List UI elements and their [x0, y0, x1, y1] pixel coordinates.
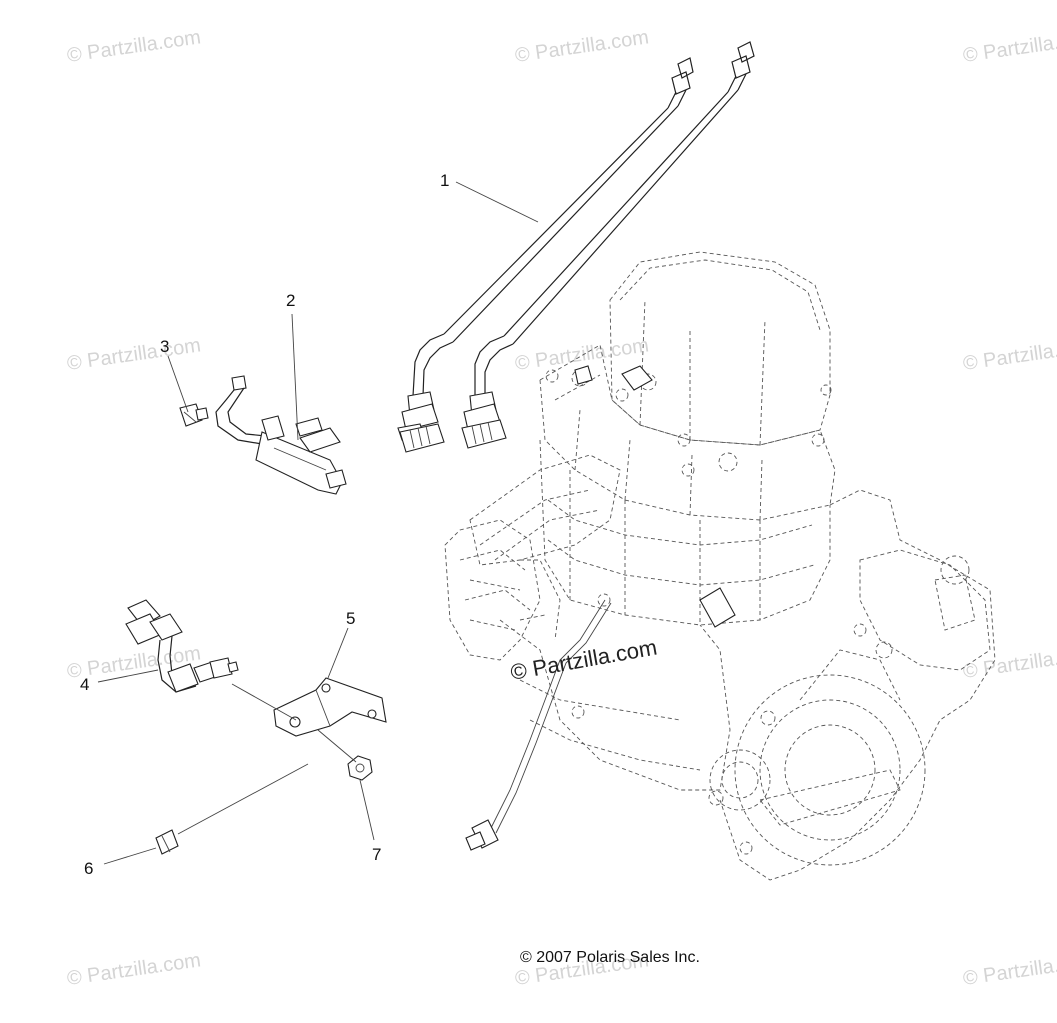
callouts: 1 2 3 4 5 6 7: [80, 171, 449, 878]
callout-7: 7: [372, 845, 381, 864]
watermark: © Partzilla.com: [962, 26, 1057, 67]
callout-2: 2: [286, 291, 295, 310]
callout-5: 5: [346, 609, 355, 628]
watermark: © Partzilla.com: [66, 334, 203, 375]
part-1-wires: [397, 41, 755, 453]
center-watermark-text: © Partzilla.com: [509, 635, 659, 685]
callout-4: 4: [80, 675, 89, 694]
watermark: © Partzilla.com: [66, 949, 203, 990]
part-3-bolt: [179, 403, 209, 427]
part-5-bracket: [273, 677, 387, 737]
watermark: © Partzilla.com: [514, 26, 651, 67]
part-7-nut: [347, 755, 373, 781]
leader-lines: [97, 181, 539, 865]
watermark: © Partzilla.com: [962, 642, 1057, 683]
center-watermark: © Partzilla.com: [509, 635, 659, 685]
engine-outline: [444, 251, 996, 881]
watermark: © Partzilla.com: [962, 334, 1057, 375]
part-2-fuel-rail: [215, 375, 347, 495]
watermark: © Partzilla.com: [962, 949, 1057, 990]
watermark: © Partzilla.com: [66, 26, 203, 67]
copyright-text: © 2007 Polaris Sales Inc.: [520, 949, 700, 966]
callout-1: 1: [440, 171, 449, 190]
callout-6: 6: [84, 859, 93, 878]
callout-3: 3: [160, 337, 169, 356]
watermark-layer: © Partzilla.com © Partzilla.com © Partzi…: [66, 26, 1057, 990]
guide-lines: [177, 683, 357, 835]
part-4-sensor: [125, 599, 239, 693]
part-6-pin: [155, 829, 179, 855]
